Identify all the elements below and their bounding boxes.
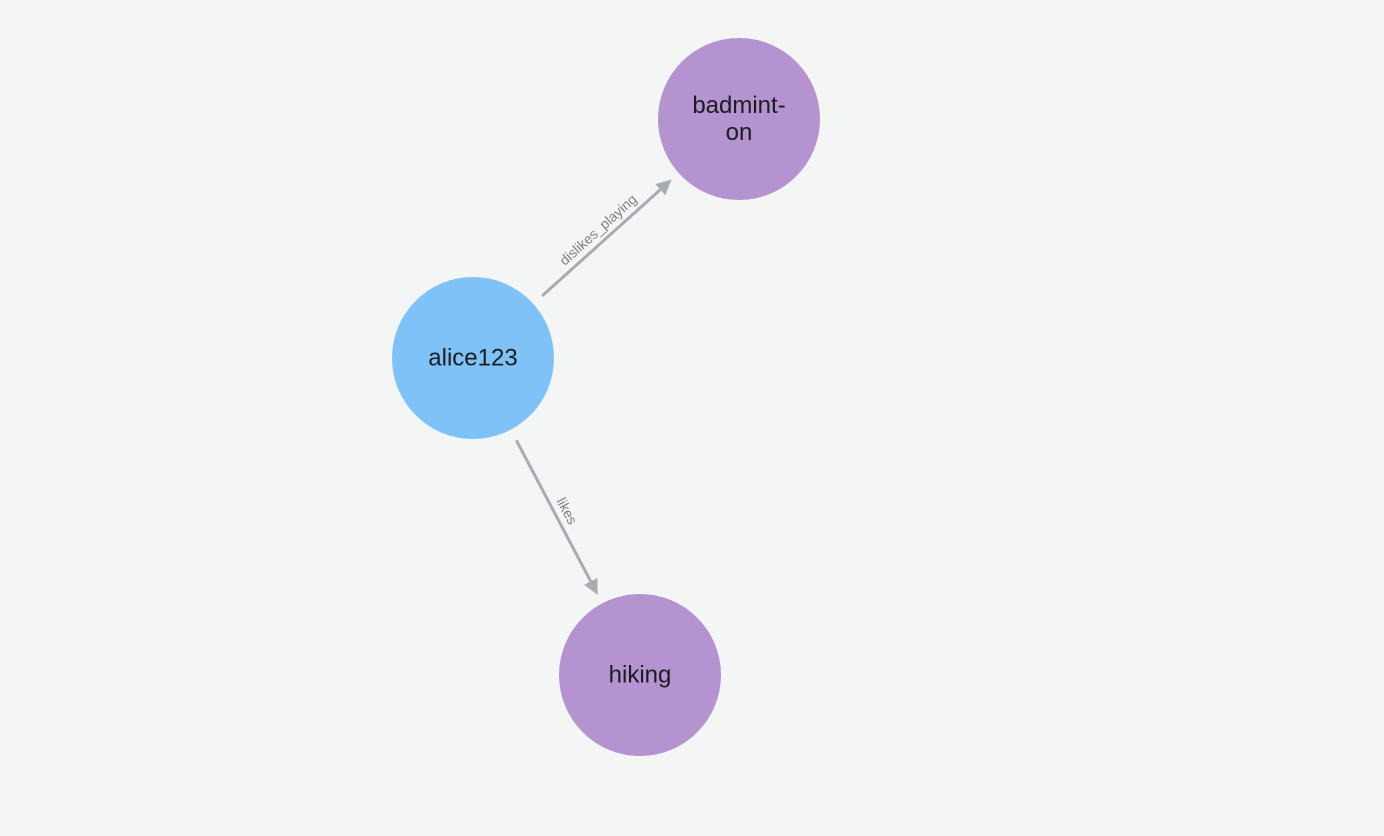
- edge-alice123-hiking[interactable]: [515, 439, 598, 595]
- node-alice123[interactable]: alice123: [392, 277, 554, 439]
- node-circle[interactable]: [392, 277, 554, 439]
- node-circle[interactable]: [658, 38, 820, 200]
- node-circle[interactable]: [559, 594, 721, 756]
- edge-alice123-badminton[interactable]: [541, 179, 672, 297]
- node-hiking[interactable]: hiking: [559, 594, 721, 756]
- node-badminton[interactable]: badmint-on: [658, 38, 820, 200]
